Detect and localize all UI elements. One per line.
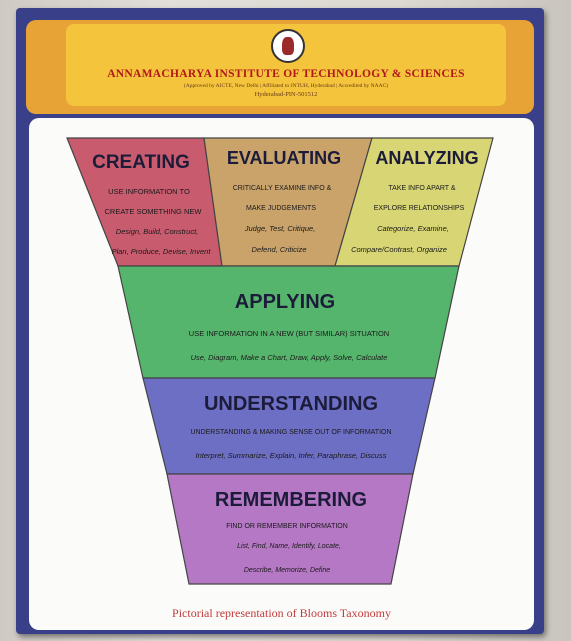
poster-caption: Pictorial representation of Blooms Taxon… [172,606,391,620]
evaluating-desc-2: MAKE JUDGEMENTS [246,205,316,212]
applying-verbs: Use, Diagram, Make a Chart, Draw, Apply,… [191,353,388,362]
applying-desc: USE INFORMATION IN A NEW (BUT SIMILAR) S… [189,329,389,338]
creating-title: CREATING [92,152,190,173]
institute-name: ANNAMACHARYA INSTITUTE OF TECHNOLOGY & S… [107,68,465,80]
creating-verbs-1: Design, Build, Construct, [116,227,199,236]
creating-desc-1: USE INFORMATION TO [108,187,190,196]
institute-location: Hyderabad-PIN-501512 [254,91,318,98]
understanding-desc: UNDERSTANDING & MAKING SENSE OUT OF INFO… [190,429,391,436]
analyzing-desc-1: TAKE INFO APART & [388,185,455,192]
remembering-verbs-2: Describe, Memorize, Define [244,567,330,574]
poster-board: CREATING USE INFORMATION TO CREATE SOMET… [29,118,534,630]
evaluating-verbs-2: Defend, Criticize [251,245,306,254]
remembering-block [166,473,414,585]
analyzing-verbs-1: Categorize, Examine, [377,224,449,233]
blooms-taxonomy-pyramid: CREATING USE INFORMATION TO CREATE SOMET… [66,137,494,585]
creating-verbs-2: Plan, Produce, Devise, Invent [112,247,212,256]
applying-title: APPLYING [235,291,335,313]
institute-approval: (Approved by AICTE, New Delhi | Affiliat… [183,83,389,89]
analyzing-title: ANALYZING [375,148,478,168]
understanding-title: UNDERSTANDING [204,393,378,415]
evaluating-verbs-1: Judge, Test, Critique, [244,224,316,233]
remembering-title: REMEMBERING [215,489,367,511]
analyzing-verbs-2: Compare/Contrast, Organize [351,245,447,254]
creating-desc-2: CREATE SOMETHING NEW [105,207,203,216]
evaluating-desc-1: CRITICALLY EXAMINE INFO & [233,185,332,192]
institute-emblem-icon [271,29,305,63]
header-banner: ANNAMACHARYA INSTITUTE OF TECHNOLOGY & S… [66,24,506,106]
understanding-verbs: Interpret, Summarize, Explain, Infer, Pa… [196,451,387,460]
analyzing-desc-2: EXPLORE RELATIONSHIPS [374,205,465,212]
institute-header: ANNAMACHARYA INSTITUTE OF TECHNOLOGY & S… [26,20,534,114]
remembering-desc: FIND OR REMEMBER INFORMATION [226,523,348,530]
remembering-verbs-1: List, Find, Name, Identify, Locate, [237,543,341,550]
evaluating-title: EVALUATING [227,148,341,168]
